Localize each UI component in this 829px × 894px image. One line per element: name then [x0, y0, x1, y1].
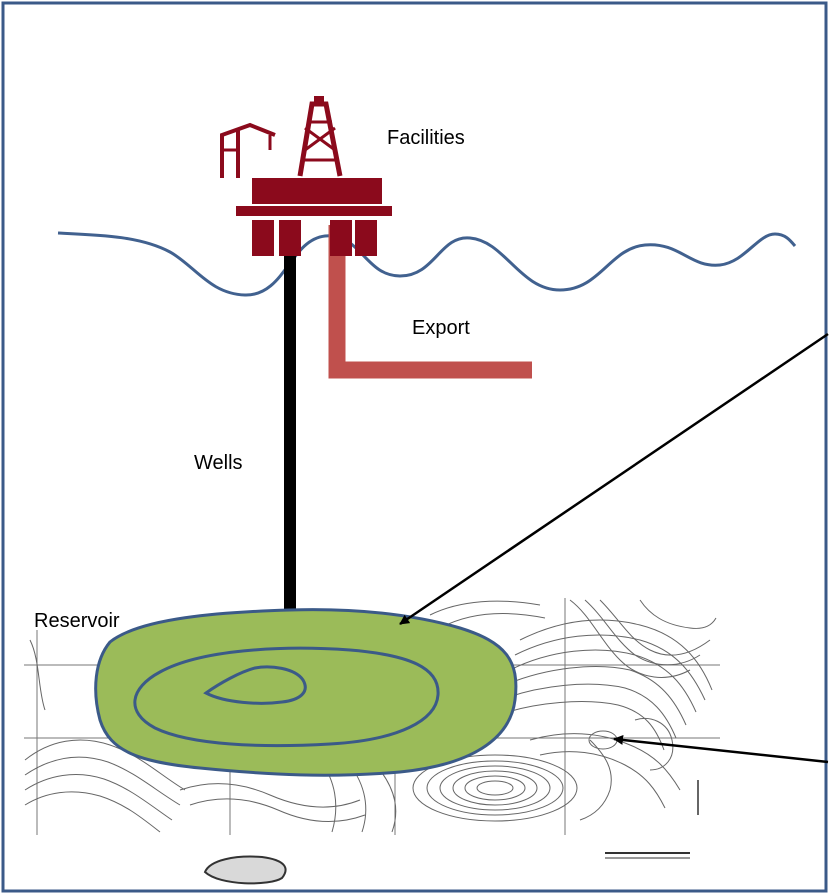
reservoir-middle-contour [133, 646, 440, 748]
label-wells: Wells [194, 452, 243, 474]
reservoir-body [94, 608, 518, 777]
reservoir-outer-contour [94, 608, 518, 777]
reservoir-inner-contour [203, 665, 307, 705]
offshore-platform-icon [220, 96, 392, 256]
arrow-to-map-feature [613, 734, 829, 764]
label-facilities: Facilities [387, 127, 465, 149]
sea-surface-line [57, 231, 797, 297]
label-export: Export [412, 317, 470, 339]
export-pipeline [328, 225, 532, 379]
arrow-to-reservoir [399, 332, 829, 626]
label-reservoir: Reservoir [34, 610, 120, 632]
